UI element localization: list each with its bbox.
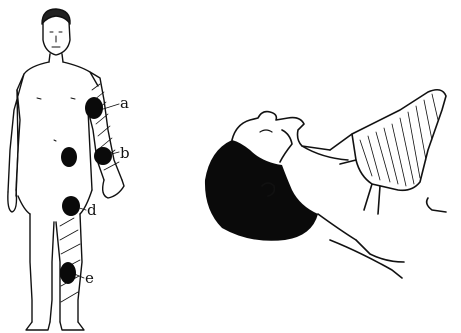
sleeve-hatching xyxy=(360,94,438,186)
chest-marks xyxy=(37,98,75,141)
chest-line xyxy=(330,240,402,278)
point-b-marker xyxy=(94,147,112,165)
torso-outline xyxy=(16,62,98,196)
shoulder-line xyxy=(356,240,404,262)
point-e-marker xyxy=(60,262,76,284)
right-hand xyxy=(103,180,124,198)
label-e: e xyxy=(85,269,94,287)
face-profile xyxy=(232,112,330,150)
left-hand xyxy=(8,190,17,212)
left-leg xyxy=(30,214,54,322)
left-arm xyxy=(8,74,24,192)
eye xyxy=(260,130,272,132)
label-b: b xyxy=(120,144,130,162)
point-d-marker xyxy=(62,196,80,216)
mouth-chin xyxy=(280,130,292,162)
label-d: d xyxy=(87,201,97,219)
hair xyxy=(42,9,70,24)
hips xyxy=(18,190,92,214)
pressure-points xyxy=(60,97,112,284)
label-a: a xyxy=(120,94,129,112)
rescuer-hand xyxy=(330,134,380,214)
hair-mass xyxy=(205,140,318,241)
right-leg-hatching xyxy=(60,218,80,302)
face-features xyxy=(50,32,62,47)
point-a-marker xyxy=(85,97,103,119)
feet xyxy=(26,322,84,330)
head-tilt-figure xyxy=(205,90,446,278)
collar-mark xyxy=(427,198,446,212)
point-c-marker xyxy=(61,147,77,167)
